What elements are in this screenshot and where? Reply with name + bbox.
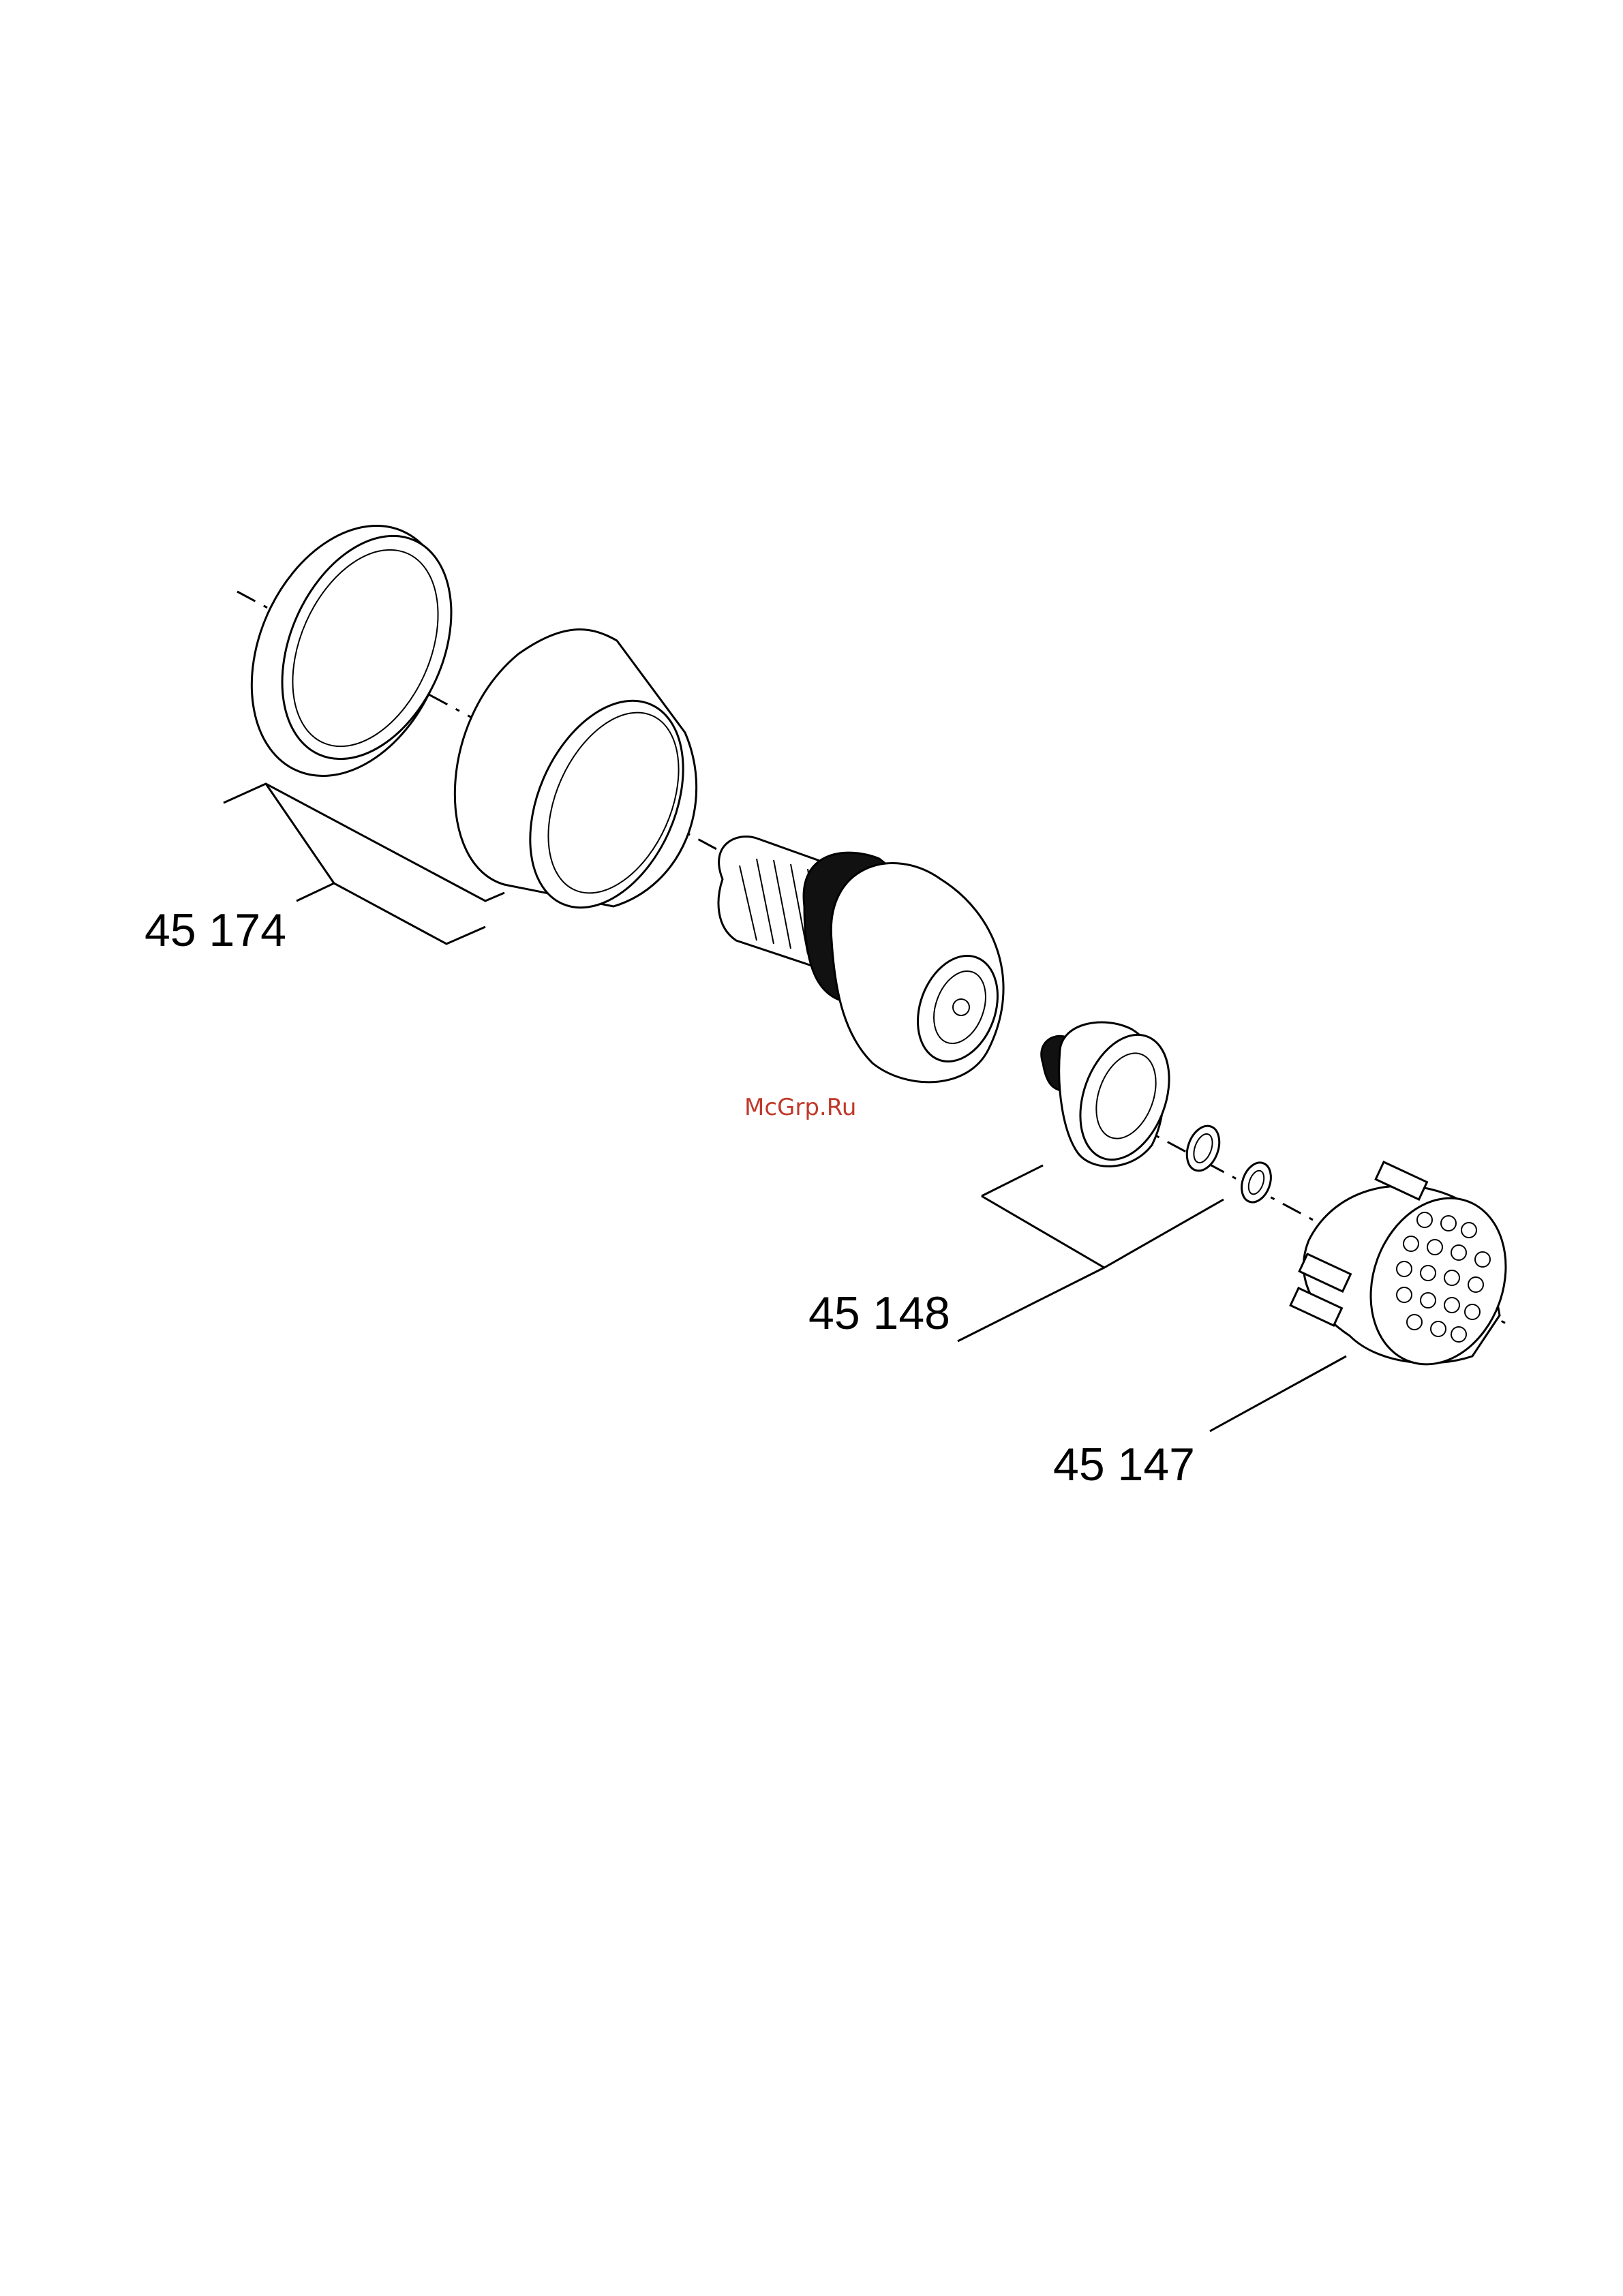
part-number-45148: 45 148 [808, 1287, 950, 1339]
leader-45147 [1210, 1356, 1346, 1431]
seal-ring-2 [1237, 1159, 1276, 1206]
part-number-45174: 45 174 [145, 904, 286, 956]
cartridge-body [718, 837, 1012, 1082]
flow-insert [1042, 1022, 1185, 1172]
decorative-ring [214, 495, 485, 807]
leader-45148 [958, 1165, 1224, 1341]
watermark: McGrp.Ru [744, 1094, 856, 1121]
cone-cover [455, 630, 713, 932]
seal-ring-1 [1181, 1122, 1226, 1176]
spray-head [1290, 1162, 1528, 1383]
part-number-45147: 45 147 [1053, 1439, 1195, 1490]
